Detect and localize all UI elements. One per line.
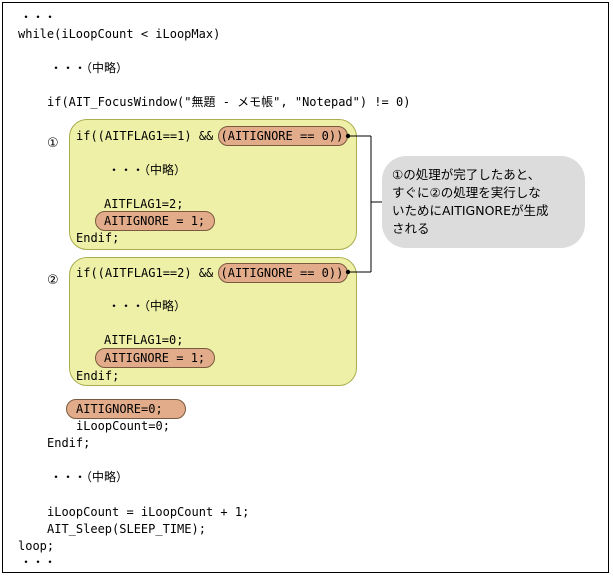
marker-block-2: ② [47, 273, 59, 288]
callout-line-3: いためにAITIGNOREが生成 [392, 203, 549, 218]
code-line-omitted-4: ・・・（中略） [50, 470, 129, 484]
code-line-ellipsis-top: ・・・ [20, 10, 57, 24]
code-line-if-focus-window: if(AIT_FocusWindow("無題 - メモ帳", "Notepad"… [47, 95, 411, 109]
code-line-flag1-set-0: AITFLAG1=0; [104, 333, 184, 347]
highlight-assign-2 [95, 348, 215, 368]
code-line-ignore-set-1-a: AITIGNORE = 1; [104, 214, 206, 228]
code-line-while: while(iLoopCount < iLoopMax) [18, 27, 221, 41]
code-line-ellipsis-bottom: ・・・ [20, 555, 57, 569]
code-line-omitted-3: ・・・（中略） [108, 299, 187, 313]
connector-dot-top [345, 133, 351, 139]
code-line-endif-2: Endif; [76, 369, 120, 383]
code-line-loopcount-reset: iLoopCount=0; [76, 419, 170, 433]
callout-line-4: される [392, 221, 430, 236]
code-line-omitted-1: ・・・（中略） [50, 61, 129, 75]
code-line-if-flag1-eq-2: if((AITFLAG1==2) && (AITIGNORE == 0)) [76, 266, 344, 280]
connector-dot-bottom [345, 269, 351, 275]
code-line-endif-outer: Endif; [47, 436, 91, 450]
code-line-flag1-set-2: AITFLAG1=2; [104, 197, 184, 211]
code-line-sleep: AIT_Sleep(SLEEP_TIME); [47, 522, 206, 536]
marker-block-1: ① [47, 136, 59, 151]
callout-line-2: すぐに②の処理を実行しな [392, 185, 541, 200]
code-line-omitted-2: ・・・（中略） [108, 163, 187, 177]
highlight-assign-1 [95, 211, 215, 231]
callout-line-1: ①の処理が完了したあと、 [392, 167, 541, 182]
explanation-callout: ①の処理が完了したあと、 すぐに②の処理を実行しな いためにAITIGNOREが… [382, 156, 585, 248]
highlight-reset [66, 399, 186, 419]
code-line-loopcount-increment: iLoopCount = iLoopCount + 1; [47, 505, 250, 519]
code-line-if-flag1-eq-1: if((AITFLAG1==1) && (AITIGNORE == 0)) [76, 129, 344, 143]
code-line-loop: loop; [18, 539, 55, 553]
code-line-endif-1: Endif; [76, 231, 120, 245]
code-line-ignore-reset: AITIGNORE=0; [76, 402, 163, 416]
code-line-ignore-set-1-b: AITIGNORE = 1; [104, 351, 206, 365]
